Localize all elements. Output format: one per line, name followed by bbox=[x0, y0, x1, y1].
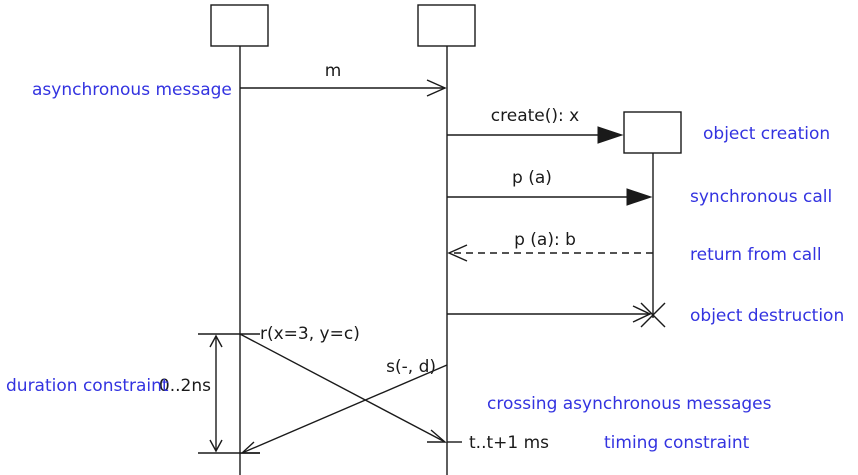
cross-s-arrowhead bbox=[240, 441, 260, 454]
annotation-return-from-call: return from call bbox=[690, 245, 822, 265]
duration-down-arrowhead bbox=[209, 439, 223, 453]
create-arrowhead bbox=[597, 126, 624, 144]
async-message-label: m bbox=[325, 61, 342, 81]
cross-r-arrowhead bbox=[427, 429, 447, 443]
destruction-x-marker bbox=[640, 302, 666, 328]
cross-message-r-arrow bbox=[239, 333, 446, 443]
annotation-synchronous-call: synchronous call bbox=[690, 187, 832, 207]
create-message-label: create(): x bbox=[491, 106, 579, 126]
annotation-duration-constraint: duration constraint bbox=[6, 376, 169, 396]
lifeline-head-1 bbox=[210, 4, 269, 47]
created-object-box bbox=[623, 111, 682, 154]
destruction-arrowhead bbox=[632, 305, 652, 323]
annotation-timing-constraint: timing constraint bbox=[604, 433, 750, 453]
lifeline-head-2 bbox=[417, 4, 476, 47]
cross-message-s-label: s(-, d) bbox=[386, 357, 436, 377]
sync-call-label: p (a) bbox=[512, 168, 552, 188]
return-label: p (a): b bbox=[514, 230, 576, 250]
annotation-object-destruction: object destruction bbox=[690, 306, 844, 326]
return-arrowhead bbox=[447, 244, 468, 262]
timing-value-label: t..t+1 ms bbox=[469, 433, 549, 453]
duration-value-label: 0..2ns bbox=[159, 376, 211, 396]
annotation-crossing-async: crossing asynchronous messages bbox=[487, 394, 772, 414]
cross-message-s-arrow bbox=[241, 364, 448, 454]
async-arrowhead bbox=[426, 79, 447, 97]
annotation-object-creation: object creation bbox=[703, 124, 830, 144]
duration-up-arrowhead bbox=[209, 334, 223, 348]
sync-call-arrowhead bbox=[626, 188, 653, 206]
cross-message-r-label: r(x=3, y=c) bbox=[260, 324, 360, 344]
annotation-asynchronous-message: asynchronous message bbox=[32, 80, 232, 100]
